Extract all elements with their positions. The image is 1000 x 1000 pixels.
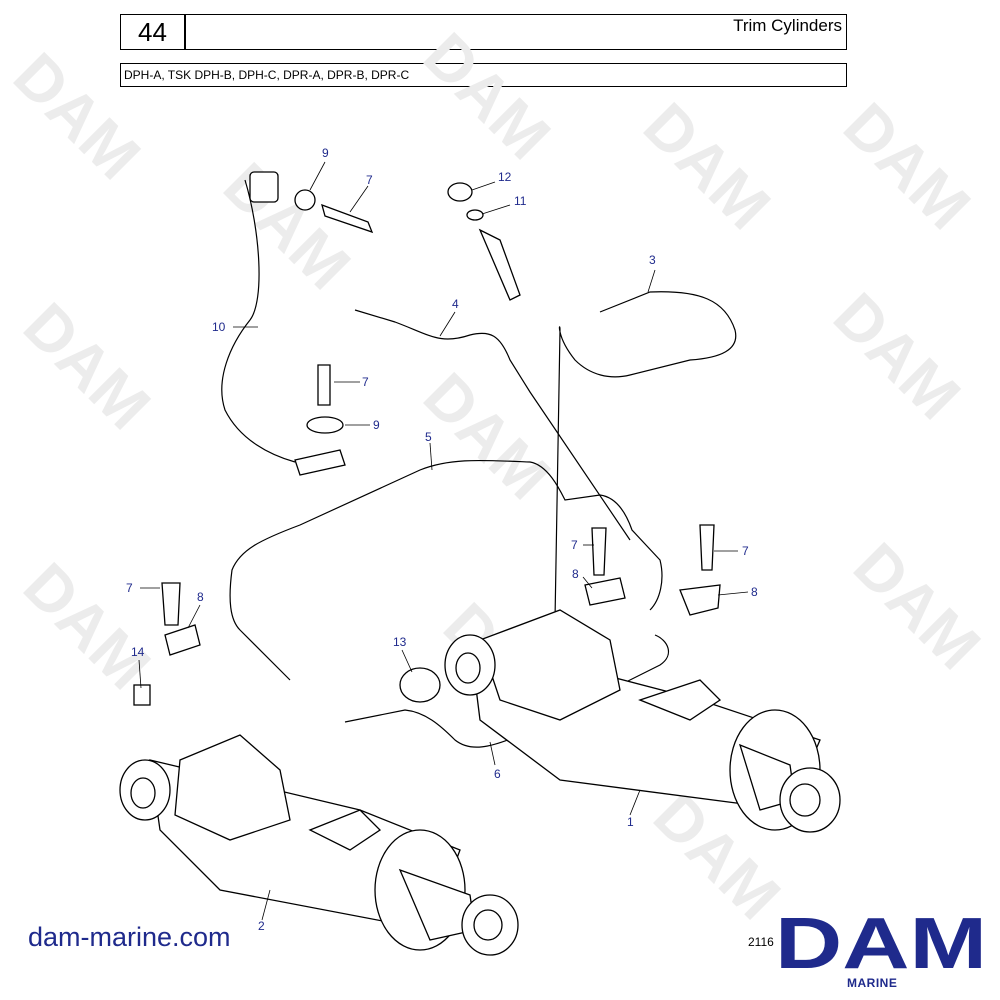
callout-7: 7 — [742, 544, 749, 558]
trim-cylinder-2 — [119, 734, 519, 956]
nut-12 — [447, 182, 473, 202]
watermark: DAM — [410, 19, 564, 173]
watermark: DAM — [210, 149, 364, 303]
website-link[interactable]: dam-marine.com — [28, 922, 231, 952]
callout-8: 8 — [751, 585, 758, 599]
watermark: DAM — [410, 359, 564, 513]
dam-logo: DAM — [775, 912, 987, 974]
model-list: DPH-A, TSK DPH-B, DPH-C, DPR-A, DPR-B, D… — [124, 68, 410, 82]
bracket-top — [249, 171, 279, 203]
title-box: Trim Cylinders — [185, 14, 847, 50]
callout-6: 6 — [494, 767, 501, 781]
clamp-8-right-a — [584, 577, 626, 606]
screw-7-top — [321, 203, 374, 234]
callout-2: 2 — [258, 919, 265, 933]
pipe-3 — [554, 291, 737, 621]
clamp-8-left — [164, 624, 201, 656]
bushing-13 — [399, 667, 441, 703]
screw-7-right-a — [591, 527, 607, 576]
screw-7-left — [161, 582, 181, 626]
callout-9: 9 — [322, 146, 329, 160]
pipe-5 — [229, 459, 663, 681]
callout-12: 12 — [498, 170, 512, 184]
watermark: DAM — [820, 279, 974, 433]
logo-subtext: MARINE — [847, 976, 898, 990]
washer-9-mid — [306, 416, 344, 434]
watermark: DAM — [630, 89, 784, 243]
watermark: DAM — [0, 39, 154, 193]
callout-7: 7 — [366, 173, 373, 187]
callout-5: 5 — [425, 430, 432, 444]
watermark: DAM — [10, 549, 164, 703]
callout-10: 10 — [212, 320, 226, 334]
pipe-10-cable — [221, 179, 296, 463]
callout-9: 9 — [373, 418, 380, 432]
callout-8: 8 — [572, 567, 579, 581]
page-title: Trim Cylinders — [733, 16, 842, 35]
watermark: DAM — [830, 89, 984, 243]
callout-8: 8 — [197, 590, 204, 604]
nipple — [478, 228, 521, 301]
o-ring-11 — [466, 209, 484, 221]
watermark: DAM — [840, 529, 994, 683]
callout-14: 14 — [131, 645, 145, 659]
fasteners — [133, 171, 721, 706]
washer-9-top — [294, 189, 316, 211]
callout-4: 4 — [452, 297, 459, 311]
callout-13: 13 — [393, 635, 407, 649]
screw-7-right-b — [699, 524, 715, 571]
diagram-code: 2116 — [748, 935, 774, 949]
leader-lines — [138, 161, 749, 921]
callouts: 9 7 12 11 3 10 4 7 9 5 7 8 14 13 6 2 1 7… — [126, 146, 758, 933]
callout-7: 7 — [571, 538, 578, 552]
pipe-6 — [344, 634, 670, 748]
page-number: 44 — [120, 14, 185, 50]
clamp-8-right-b — [679, 584, 721, 616]
callout-7: 7 — [126, 581, 133, 595]
callout-1: 1 — [627, 815, 634, 829]
callout-7: 7 — [362, 375, 369, 389]
models-box: DPH-A, TSK DPH-B, DPH-C, DPR-A, DPR-B, D… — [120, 63, 847, 87]
screw-14 — [133, 684, 151, 706]
callout-11: 11 — [514, 194, 527, 208]
hydraulic-pipes — [221, 179, 737, 748]
trim-cylinder-1 — [444, 609, 841, 833]
logo-text: DAM — [775, 912, 987, 974]
pipe-4 — [354, 309, 631, 541]
screw-7-mid — [317, 364, 331, 406]
watermark: DAM — [10, 289, 164, 443]
callout-3: 3 — [649, 253, 656, 267]
cable-lug — [294, 449, 346, 476]
